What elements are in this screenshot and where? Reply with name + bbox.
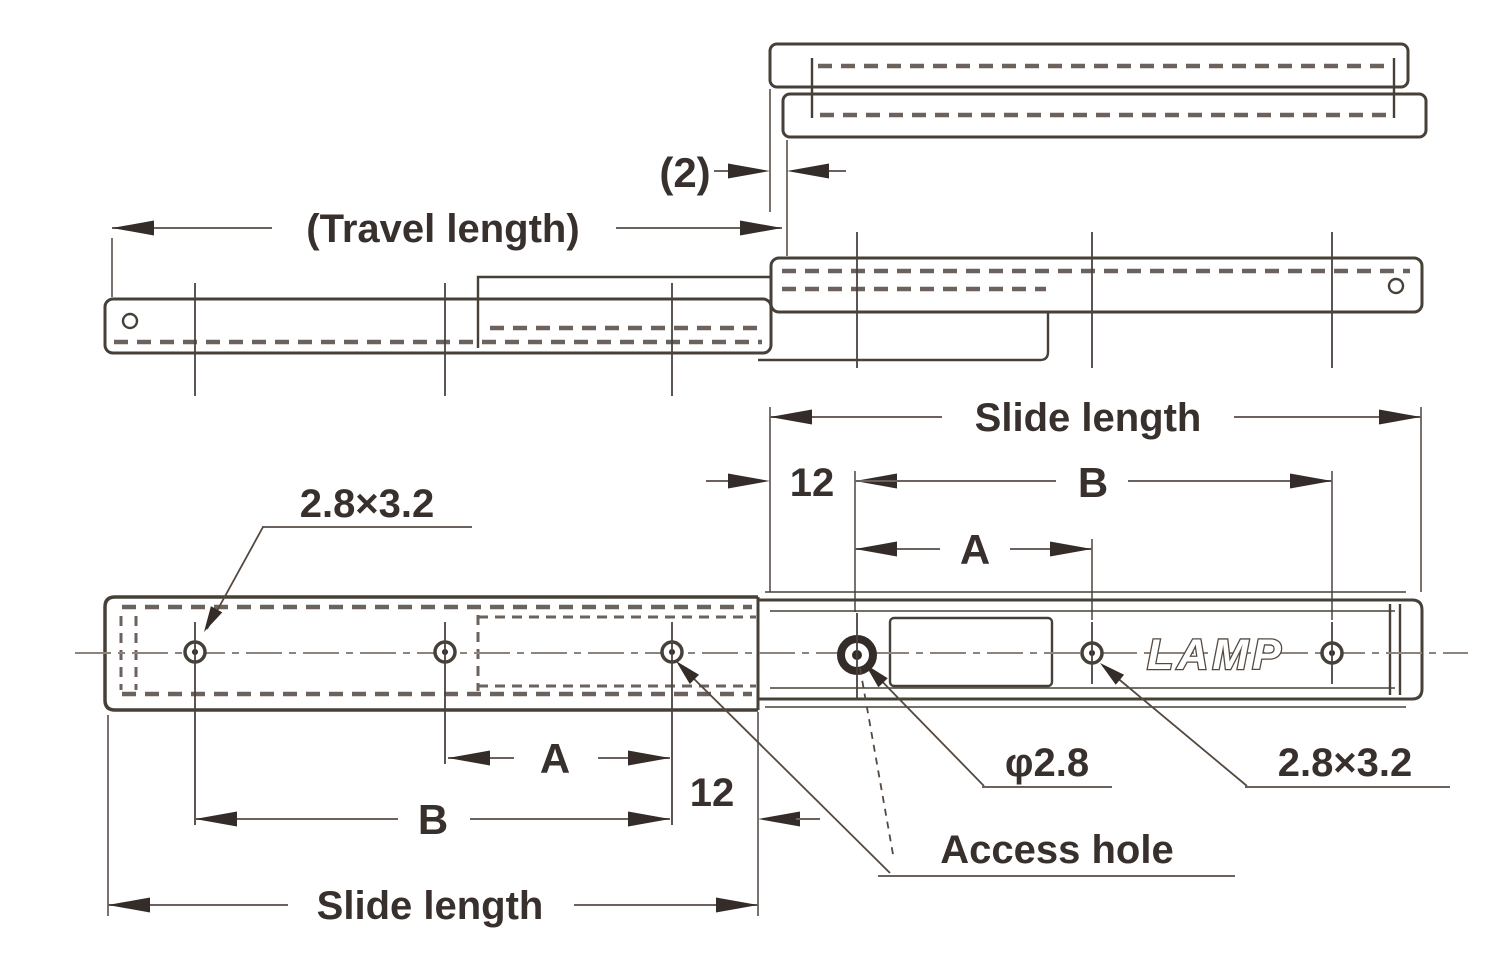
travel-length-label: (Travel length) xyxy=(306,207,579,251)
closed-outer-member xyxy=(768,42,1410,89)
dim-arrow xyxy=(728,163,770,179)
travel-length-dimension: (Travel length) xyxy=(111,207,782,297)
clearance-dimension: (2) xyxy=(659,89,846,256)
callouts: 2.8×3.2 Access hole φ2.8 2.8×3.2 xyxy=(204,482,1450,877)
intermediate-member-bottom xyxy=(758,312,1050,362)
hole-diameter-label: φ2.8 xyxy=(1005,741,1089,785)
closed-slide-side-view xyxy=(768,42,1428,139)
extended-left-member xyxy=(103,297,773,355)
slot-size-left-label: 2.8×3.2 xyxy=(300,482,435,526)
intermediate-member-top xyxy=(476,275,771,348)
dim-a-top-label: A xyxy=(960,526,990,573)
extended-right-member xyxy=(769,256,1424,314)
closed-inner-member xyxy=(781,92,1428,139)
plan-bottom-dimensions: A B 12 Slide length xyxy=(107,712,820,928)
dim-a-bottom-label: A xyxy=(540,735,570,782)
right-member-end-hole xyxy=(1387,277,1405,295)
slide-length-bottom-label: Slide length xyxy=(317,884,544,928)
inner-member-window xyxy=(888,616,1054,688)
dim-b-bottom-label: B xyxy=(418,796,448,843)
plan-inner-member xyxy=(758,598,1424,701)
offset-12-bottom-label: 12 xyxy=(690,771,735,815)
lamp-logo: LAMP xyxy=(1147,631,1285,679)
dim-arrow xyxy=(740,220,782,236)
left-member-end-hole xyxy=(121,312,139,330)
slide-length-top-label: Slide length xyxy=(975,396,1202,440)
plan-top-dimensions: Slide length 12 B A xyxy=(706,396,1422,620)
dim-arrow xyxy=(112,220,154,236)
slot-size-right-label: 2.8×3.2 xyxy=(1278,741,1413,785)
offset-12-top-label: 12 xyxy=(790,461,835,505)
extended-slide-side-view xyxy=(103,232,1424,396)
access-hole-label: Access hole xyxy=(940,828,1173,872)
plan-view: LAMP xyxy=(75,591,1468,825)
dim-b-top-label: B xyxy=(1078,459,1108,506)
dim-arrow xyxy=(787,163,829,179)
clearance-label: (2) xyxy=(659,149,710,196)
